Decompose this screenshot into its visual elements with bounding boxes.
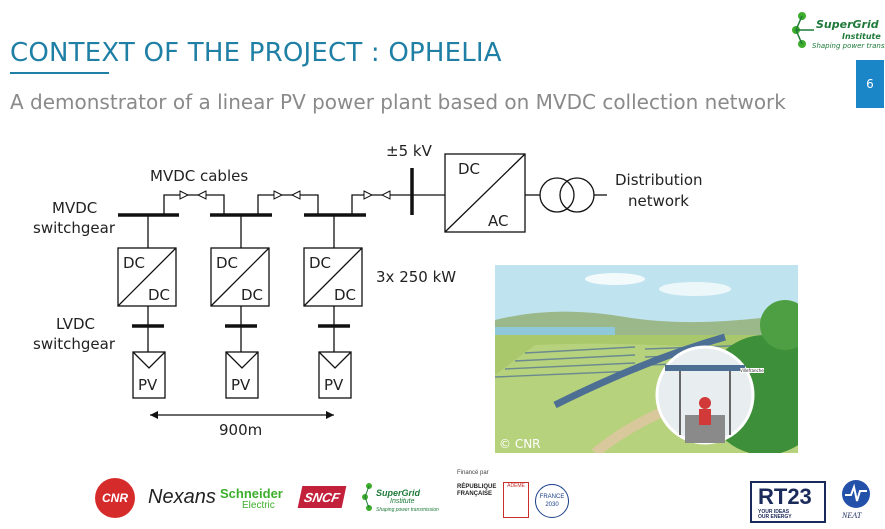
converter-1-top-label: DC — [123, 254, 145, 272]
neat-pulse-icon — [842, 480, 870, 508]
funded-by-label: Financé par — [457, 470, 489, 476]
mvdc-switchgear-label-2: switchgear — [33, 219, 116, 237]
supergrid-footer-sub: Institute — [390, 498, 415, 505]
distance-label: 900m — [219, 421, 262, 439]
rt23-tag-2: OUR ENERGY — [758, 514, 792, 520]
republique-francaise-logo: RÉPUBLIQUE FRANÇAISE — [457, 484, 496, 498]
supergrid-footer-tagline: Shaping power transmission — [376, 507, 439, 513]
landscape-image — [495, 265, 798, 453]
converter-1-bottom-label: DC — [148, 286, 170, 304]
supergrid-emblem-icon — [792, 12, 814, 48]
transformer-secondary — [559, 177, 595, 213]
page-number-badge: 6 — [856, 60, 884, 108]
mvdc-cable-2 — [257, 194, 319, 215]
inverter-dc-label: DC — [458, 160, 480, 178]
title-underline — [10, 72, 109, 74]
rt23-text: RT23 — [758, 484, 812, 509]
schneider-text: Schneider — [220, 486, 283, 501]
transformer-primary — [539, 177, 575, 213]
year-2030-text: 2030 — [545, 502, 559, 508]
neat-logo: NEAT — [838, 480, 874, 522]
dc-ac-converter — [444, 153, 526, 233]
supergrid-name: SuperGrid — [816, 18, 879, 31]
dc-dc-converter-2 — [210, 247, 270, 307]
pv-array-3 — [318, 351, 352, 399]
photo-sign: Villefranche — [740, 368, 764, 373]
lvdc-switchgear-label-2: switchgear — [33, 335, 116, 353]
schneider-electric-text: Electric — [242, 500, 275, 511]
pv-2-label: PV — [231, 376, 251, 394]
supergrid-sub: Institute — [842, 32, 881, 41]
distribution-label-2: network — [628, 192, 689, 210]
converter-2-top-label: DC — [216, 254, 238, 272]
francaise-text: FRANÇAISE — [457, 491, 493, 497]
neat-text: NEAT — [842, 511, 862, 520]
nexans-logo: Nexans — [148, 486, 216, 509]
rt23-logo: RT23 YOUR IDEAS OUR ENERGY — [750, 481, 826, 523]
pv-array-1 — [132, 351, 166, 399]
converter-3-top-label: DC — [309, 254, 331, 272]
pv-array-2 — [225, 351, 259, 399]
lvdc-switchgear-label-1: LVDC — [56, 315, 95, 333]
ademe-logo: ADEME — [503, 482, 529, 518]
distribution-label-1: Distribution — [615, 171, 703, 189]
supergrid-header-logo: SuperGrid Institute Shaping power transm… — [790, 10, 885, 54]
supergrid-footer-name: SuperGrid — [376, 488, 421, 498]
france-text: FRANCE — [539, 494, 565, 500]
rt23-tagline: YOUR IDEAS OUR ENERGY — [758, 510, 792, 520]
pv-1-label: PV — [138, 376, 158, 394]
schneider-logo: Schneider Electric — [220, 486, 283, 512]
inverter-ac-label: AC — [488, 212, 508, 230]
converter-2-bottom-label: DC — [241, 286, 263, 304]
voltage-label: ±5 kV — [386, 142, 433, 160]
france-2030-logo: FRANCE 2030 — [535, 484, 569, 518]
slide-subtitle: A demonstrator of a linear PV power plan… — [10, 90, 786, 114]
dc-dc-converter-3 — [303, 247, 363, 307]
supergrid-footer-emblem-icon — [362, 483, 372, 511]
dc-ac-diagonal — [444, 153, 526, 233]
pv-plant-illustration: Villefranche — [495, 265, 798, 453]
cnr-logo: CNR — [95, 478, 135, 518]
photo-credit: © CNR — [499, 437, 541, 451]
sncf-logo: SNCF — [297, 486, 347, 508]
funding-logos: Financé par RÉPUBLIQUE FRANÇAISE ADEME F… — [455, 470, 570, 522]
pv-3-label: PV — [324, 376, 344, 394]
nexans-text: Nexans — [148, 486, 216, 508]
slide-title: CONTEXT OF THE PROJECT : OPHELIA — [10, 38, 502, 68]
rt23-tag-1: YOUR IDEAS — [758, 509, 790, 515]
supergrid-footer-logo: SuperGrid Institute Shaping power transm… — [362, 482, 442, 520]
dc-dc-converter-1 — [117, 247, 177, 307]
supergrid-tagline: Shaping power transmission — [812, 42, 885, 50]
mvdc-cables-label: MVDC cables — [150, 167, 248, 185]
mvdc-cable-3 — [351, 194, 412, 215]
mvdc-cable-1 — [163, 194, 225, 215]
mvdc-switchgear-label-1: MVDC — [52, 199, 97, 217]
converter-3-bottom-label: DC — [334, 286, 356, 304]
republique-text: RÉPUBLIQUE — [457, 484, 497, 490]
rating-label: 3x 250 kW — [376, 268, 456, 286]
